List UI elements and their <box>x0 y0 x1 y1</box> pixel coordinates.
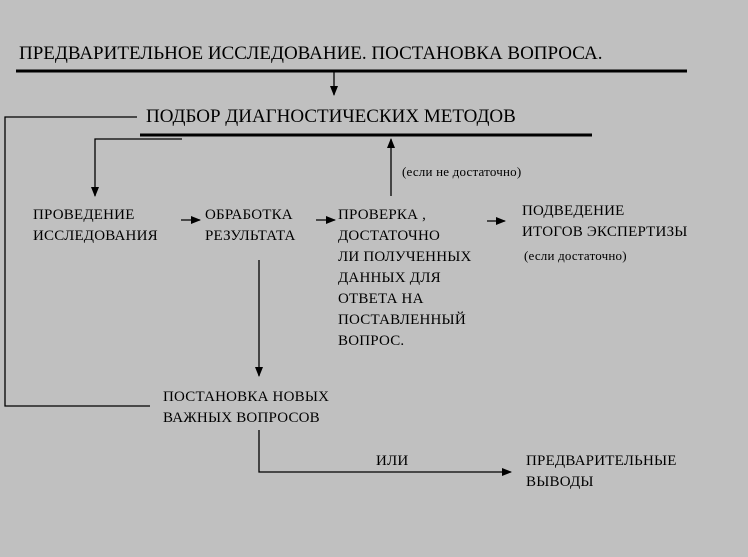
node-check-sufficiency: ПРОВЕРКА , ДОСТАТОЧНО ЛИ ПОЛУЧЕННЫХ ДАНН… <box>338 207 472 349</box>
node-new-questions: ПОСТАНОВКА НОВЫХ ВАЖНЫХ ВОПРОСОВ <box>163 389 330 426</box>
node-process-results: ОБРАБОТКА РЕЗУЛЬТАТА <box>205 207 296 244</box>
arrow-new-questions-to-conclusions <box>258 430 512 476</box>
node-method-selection: ПОДБОР ДИАГНОСТИЧЕСКИХ МЕТОДОВ <box>146 106 516 127</box>
label-if-enough: (если достаточно) <box>524 248 627 263</box>
node-preliminary-conclusions: ПРЕДВАРИТЕЛЬНЫЕ ВЫВОДЫ <box>526 453 677 490</box>
node-preliminary-study: ПРЕДВАРИТЕЛЬНОЕ ИССЛЕДОВАНИЕ. ПОСТАНОВКА… <box>19 43 603 64</box>
feedback-new-questions-to-methods <box>4 116 150 407</box>
label-if-not-enough: (если не достаточно) <box>402 164 522 179</box>
arrow-methods-to-conduct <box>91 138 182 197</box>
node-summarize: ПОДВЕДЕНИЕ ИТОГОВ ЭКСПЕРТИЗЫ <box>522 203 688 240</box>
node-conduct-study: ПРОВЕДЕНИЕ ИССЛЕДОВАНИЯ <box>33 207 158 244</box>
label-or: ИЛИ <box>376 453 409 469</box>
